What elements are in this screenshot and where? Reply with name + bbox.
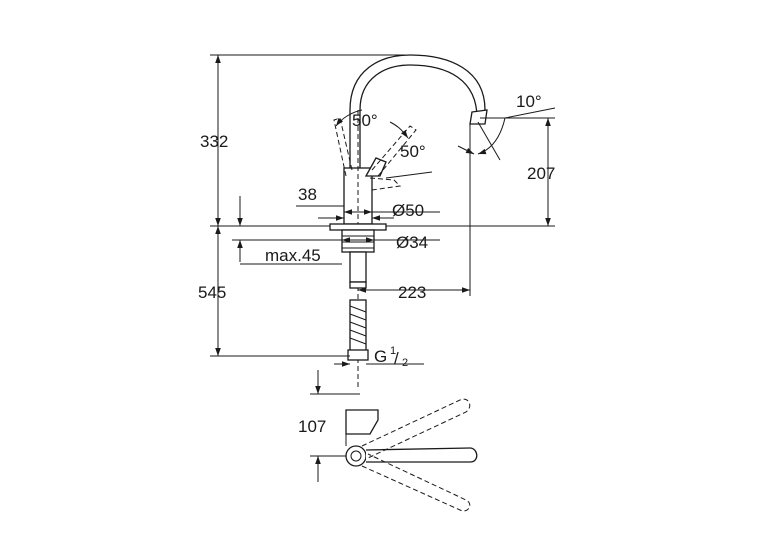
svg-text:/: / (394, 349, 399, 368)
top-spout-swivel-down (361, 453, 471, 512)
top-spout (365, 447, 478, 463)
dim-hole-diameter: Ø34 (396, 233, 428, 252)
mounting-nut (341, 229, 375, 253)
svg-text:1: 1 (390, 345, 396, 357)
dimension-lines (210, 54, 556, 367)
svg-text:G: G (374, 347, 387, 366)
dim-spout-angle: 10° (516, 92, 542, 111)
dim-lever-angle-side: 50° (400, 142, 426, 161)
dim-total-height: 332 (200, 132, 228, 151)
dim-spout-height: 207 (527, 164, 555, 183)
dim-lever-angle-front: 50° (352, 111, 378, 130)
top-base-circle (345, 445, 367, 467)
faucet-top-view (310, 370, 478, 512)
dim-max-deck: max.45 (265, 246, 321, 265)
dim-lever-offset: 38 (298, 185, 317, 204)
dim-spout-reach: 223 (398, 283, 426, 302)
lever-handle (364, 157, 387, 177)
hose-lower (349, 299, 367, 353)
dim-top-view-depth: 107 (298, 417, 326, 436)
top-lever (345, 409, 379, 435)
faucet-front-view (210, 54, 555, 390)
svg-text:2: 2 (402, 357, 408, 369)
mounting-plate (329, 223, 387, 231)
dim-base-diameter: Ø50 (392, 201, 424, 220)
threaded-shank (349, 251, 367, 283)
hose-connector (347, 349, 369, 361)
lever-tilt-right (369, 177, 402, 191)
lever-tilt-left (333, 117, 353, 177)
dim-hose-length: 545 (198, 283, 226, 302)
thread-label: G 1 / 2 (374, 345, 408, 369)
hose-upper (349, 281, 367, 289)
top-spout-swivel-up (361, 398, 471, 459)
spout-tip (469, 109, 488, 125)
